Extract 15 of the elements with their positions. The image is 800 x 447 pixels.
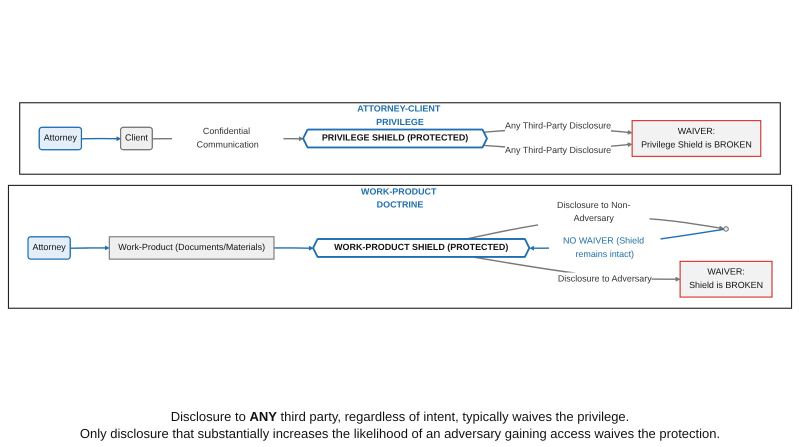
arrow [274, 246, 314, 251]
note-text: Only disclosure that substantially increases the likelihood of an adversary gaining access waives the protection. [78, 426, 722, 441]
edge-label: Disclosure to Non-Adversary [556, 200, 630, 224]
arrow [82, 136, 122, 142]
node-person [723, 226, 729, 232]
edge-label: Any Third-Party Disclosure [505, 121, 612, 131]
arrow [70, 245, 110, 250]
node-box: Work-Product (Documents/Materials) [108, 236, 275, 260]
note-text: Disclosure to ANY third party, regardless of intent, typically waives the privilege. [170, 409, 630, 424]
edge-label: Disclosure to Adversary [558, 274, 652, 284]
edge-label: Any Third-Party Disclosure [505, 146, 612, 156]
edge-label: NO WAIVER (Shield remains intact) [562, 236, 644, 260]
node-box: WAIVER: Shield is BROKEN [680, 260, 773, 298]
edge-label: Confidential Communication [196, 126, 259, 150]
node-box: WAIVER: Privilege Shield is BROKEN [632, 120, 762, 157]
